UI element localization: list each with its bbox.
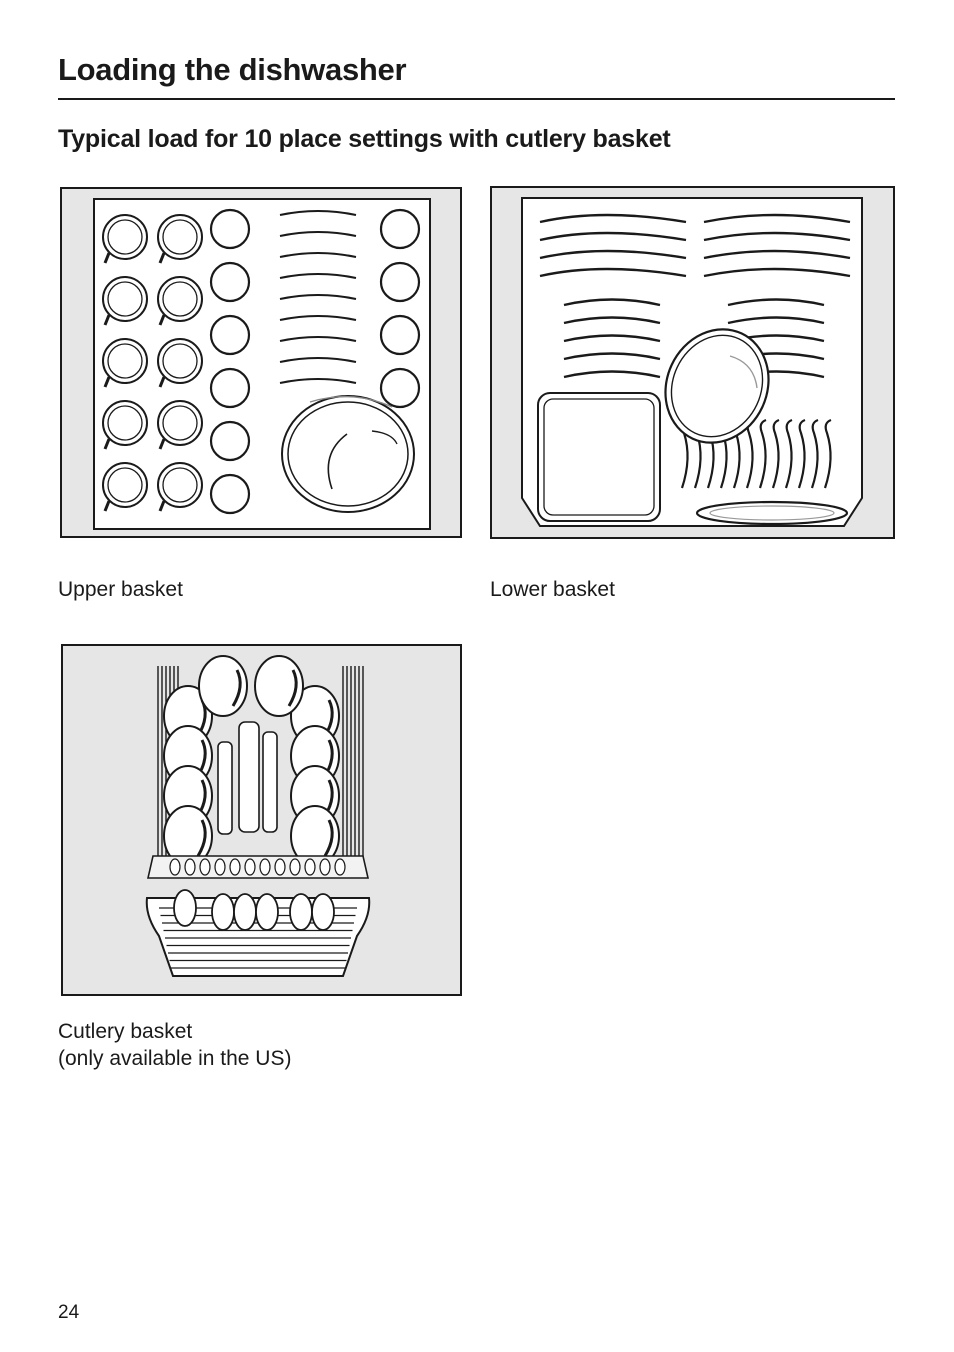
saucer-icon <box>279 231 357 237</box>
bowl-icon <box>281 395 415 513</box>
basket-hole <box>229 858 241 876</box>
rack-tine <box>810 418 819 489</box>
rack-tine <box>797 418 806 489</box>
front-spoon-icon <box>233 893 257 931</box>
plate-icon <box>703 213 851 224</box>
cup-icon <box>102 338 148 388</box>
glass-icon <box>209 420 251 462</box>
cup-icon <box>102 400 148 450</box>
cup-icon <box>102 276 148 326</box>
cutlery-basket-icon <box>145 855 371 977</box>
title-rule <box>58 98 895 100</box>
basket-hole <box>274 858 286 876</box>
glass-icon <box>379 208 421 250</box>
small-plate-icon <box>563 334 661 343</box>
glass-icon <box>209 473 251 515</box>
saucer-icon <box>279 378 357 384</box>
plate-icon <box>703 249 851 260</box>
saucer-icon <box>279 357 357 363</box>
cutlery-caption-line-2: (only available in the US) <box>58 1047 292 1070</box>
upper-basket-illustration <box>60 187 462 538</box>
rack-tine <box>823 418 832 489</box>
small-plate-icon <box>563 316 661 325</box>
cup-icon <box>157 400 203 450</box>
platter-icon <box>695 500 849 526</box>
fork-icon <box>358 666 364 876</box>
small-plate-icon <box>563 352 661 361</box>
plate-icon <box>539 267 687 278</box>
fork-icon <box>350 666 356 876</box>
saucer-icon <box>279 210 357 216</box>
fork-icon <box>157 666 163 876</box>
basket-hole <box>184 858 196 876</box>
basket-hole <box>169 858 181 876</box>
small-plate-icon <box>727 316 825 325</box>
front-spoon-icon <box>211 893 235 931</box>
basket-hole <box>214 858 226 876</box>
basket-hole <box>304 858 316 876</box>
glass-icon <box>209 367 251 409</box>
small-plate-icon <box>563 298 661 307</box>
plate-icon <box>703 231 851 242</box>
basket-hole <box>199 858 211 876</box>
cup-icon <box>157 214 203 264</box>
saucer-icon <box>279 273 357 279</box>
lower-basket-illustration <box>490 186 895 539</box>
spoon-icon <box>198 655 248 717</box>
spoon-icon <box>163 805 213 867</box>
cutlery-caption-line-1: Cutlery basket <box>58 1020 193 1043</box>
glass-icon <box>209 314 251 356</box>
rack-tine <box>758 418 767 489</box>
fork-icon <box>342 666 348 876</box>
lower-basket-caption: Lower basket <box>490 578 615 601</box>
basket-hole <box>289 858 301 876</box>
small-plate-icon <box>727 298 825 307</box>
front-spoon-icon <box>173 889 197 927</box>
plate-icon <box>703 267 851 278</box>
saucer-icon <box>279 315 357 321</box>
front-spoon-icon <box>255 893 279 931</box>
cup-icon <box>102 462 148 512</box>
basket-hole <box>334 858 346 876</box>
front-spoon-icon <box>311 893 335 931</box>
spoon-icon <box>254 655 304 717</box>
saucer-icon <box>279 252 357 258</box>
glass-icon <box>209 208 251 250</box>
glass-icon <box>379 261 421 303</box>
cutlery-basket-caption: Cutlery basket (only available in the US… <box>58 1018 291 1072</box>
glass-icon <box>379 314 421 356</box>
subheading: Typical load for 10 place settings with … <box>58 125 671 153</box>
cup-icon <box>102 214 148 264</box>
plate-icon <box>539 249 687 260</box>
bowl-icon <box>664 328 770 444</box>
upper-basket-caption: Upper basket <box>58 578 183 601</box>
page-number: 24 <box>58 1302 80 1323</box>
cup-icon <box>157 462 203 512</box>
section-title: Loading the dishwasher <box>58 52 407 87</box>
basket-hole <box>244 858 256 876</box>
cutlery-basket-illustration <box>61 644 462 996</box>
saucer-icon <box>279 294 357 300</box>
cup-icon <box>157 338 203 388</box>
plate-icon <box>539 231 687 242</box>
basket-hole <box>319 858 331 876</box>
plate-icon <box>539 213 687 224</box>
front-spoon-icon <box>289 893 313 931</box>
cup-icon <box>157 276 203 326</box>
basket-hole <box>259 858 271 876</box>
saucer-icon <box>279 336 357 342</box>
glass-icon <box>379 367 421 409</box>
glass-icon <box>209 261 251 303</box>
small-plate-icon <box>563 370 661 379</box>
rack-tine <box>771 418 780 489</box>
rack-tine <box>784 418 793 489</box>
